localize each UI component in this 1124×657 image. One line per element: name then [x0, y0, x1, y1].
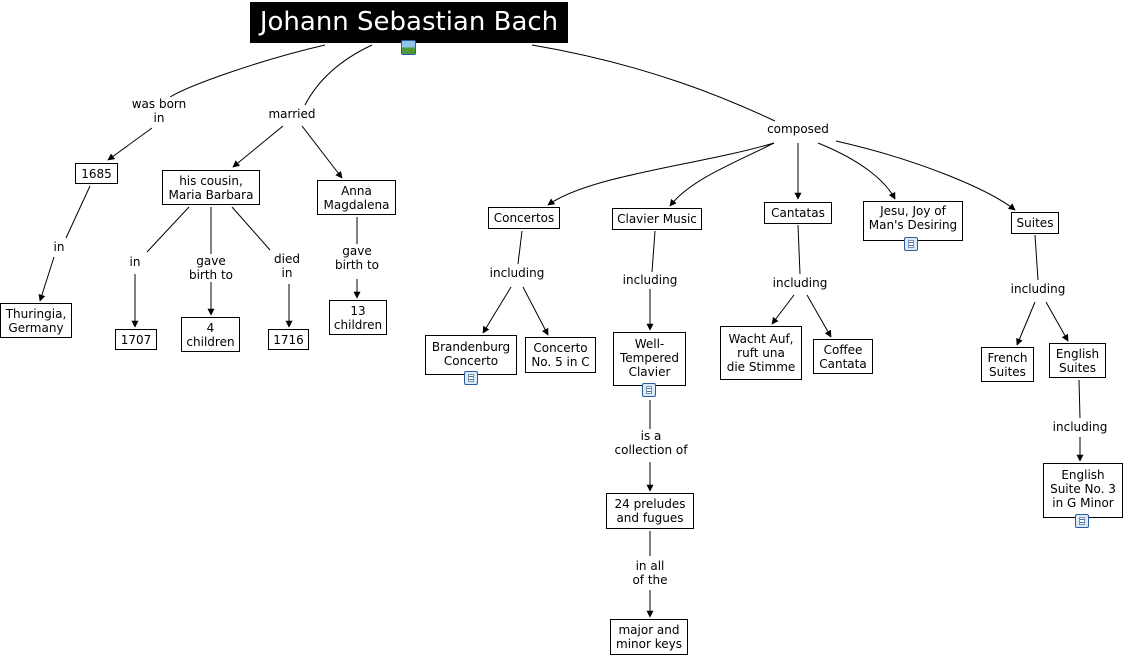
concept-clavier-music[interactable]: Clavier Music: [612, 208, 702, 230]
line-connector: [517, 230, 523, 265]
concept-4-children[interactable]: 4 children: [181, 317, 240, 352]
arrow-connector: [1045, 301, 1069, 342]
phrase-gave-birth-to-4[interactable]: gave birth to: [187, 254, 235, 282]
concept-cantatas[interactable]: Cantatas: [764, 202, 832, 224]
arrow-connector: [482, 286, 512, 334]
line-connector: [797, 224, 801, 275]
arrow-connector: [771, 294, 795, 325]
line-connector: [1034, 234, 1039, 281]
phrase-married[interactable]: married: [267, 107, 317, 121]
document-icon[interactable]: [904, 237, 918, 251]
concept-24-preludes-fugues[interactable]: 24 preludes and fugues: [606, 493, 694, 529]
concept-concerto-no5[interactable]: Concerto No. 5 in C: [525, 337, 596, 373]
arrow-connector: [669, 142, 775, 207]
phrase-including-cantatas[interactable]: including: [771, 276, 829, 290]
phrase-was-born-in[interactable]: was born in: [130, 97, 188, 125]
arrow-connector: [835, 140, 1016, 211]
arrow-connector: [38, 256, 55, 302]
document-icon[interactable]: [464, 371, 478, 385]
arrow-connector: [522, 286, 549, 336]
root-concept[interactable]: Johann Sebastian Bach: [250, 2, 568, 43]
arrow-connector: [232, 125, 284, 168]
document-icon[interactable]: [642, 383, 656, 397]
concept-1685[interactable]: 1685: [75, 163, 118, 184]
phrase-composed[interactable]: composed: [766, 122, 830, 136]
concept-1716[interactable]: 1716: [268, 329, 309, 350]
image-icon[interactable]: [401, 40, 416, 55]
phrase-including-english[interactable]: including: [1051, 420, 1109, 434]
phrase-including-suites[interactable]: including: [1009, 282, 1067, 296]
arrow-connector: [817, 142, 896, 200]
concept-english-suite-no3[interactable]: English Suite No. 3 in G Minor: [1043, 463, 1123, 518]
concept-jesu-joy[interactable]: Jesu, Joy of Man's Desiring: [863, 201, 963, 241]
concept-major-minor-keys[interactable]: major and minor keys: [610, 619, 688, 655]
concept-wacht-auf[interactable]: Wacht Auf, ruft una die Stimme: [720, 326, 802, 380]
concept-french-suites[interactable]: French Suites: [981, 347, 1034, 382]
concept-english-suites[interactable]: English Suites: [1049, 343, 1106, 378]
arrow-connector: [806, 294, 832, 338]
line-connector: [146, 206, 190, 253]
phrase-is-a-collection-of[interactable]: is a collection of: [613, 429, 689, 457]
line-connector: [651, 230, 656, 273]
line-connector: [169, 44, 326, 98]
phrase-in-thuringia[interactable]: in: [52, 240, 66, 254]
concept-well-tempered-clavier[interactable]: Well- Tempered Clavier: [613, 332, 686, 386]
concept-anna-magdalena[interactable]: Anna Magdalena: [317, 180, 396, 215]
phrase-in-all-of-the[interactable]: in all of the: [631, 559, 669, 587]
phrase-including-concertos[interactable]: including: [488, 266, 546, 280]
concept-maria-barbara[interactable]: his cousin, Maria Barbara: [162, 170, 260, 205]
arrow-connector: [301, 125, 343, 179]
arrow-connector: [547, 142, 775, 206]
phrase-gave-birth-to-13[interactable]: gave birth to: [333, 244, 381, 272]
line-connector: [231, 206, 271, 251]
line-connector: [531, 44, 776, 122]
concept-thuringia-germany[interactable]: Thuringia, Germany: [0, 303, 72, 338]
phrase-died-in[interactable]: died in: [273, 252, 301, 280]
concept-1707[interactable]: 1707: [115, 329, 157, 350]
phrase-including-clavier[interactable]: including: [621, 273, 679, 287]
concept-coffee-cantata[interactable]: Coffee Cantata: [813, 339, 873, 374]
line-connector: [1078, 379, 1081, 419]
concept-13-children[interactable]: 13 children: [329, 300, 387, 335]
concept-suites[interactable]: Suites: [1011, 212, 1059, 234]
phrase-in-1707[interactable]: in: [128, 255, 142, 269]
line-connector: [304, 44, 373, 106]
arrow-connector: [1016, 301, 1036, 346]
concept-concertos[interactable]: Concertos: [488, 207, 560, 229]
line-connector: [65, 185, 91, 239]
concept-brandenburg-concerto[interactable]: Brandenburg Concerto: [425, 335, 517, 375]
arrow-connector: [107, 127, 153, 161]
document-icon[interactable]: [1075, 514, 1089, 528]
